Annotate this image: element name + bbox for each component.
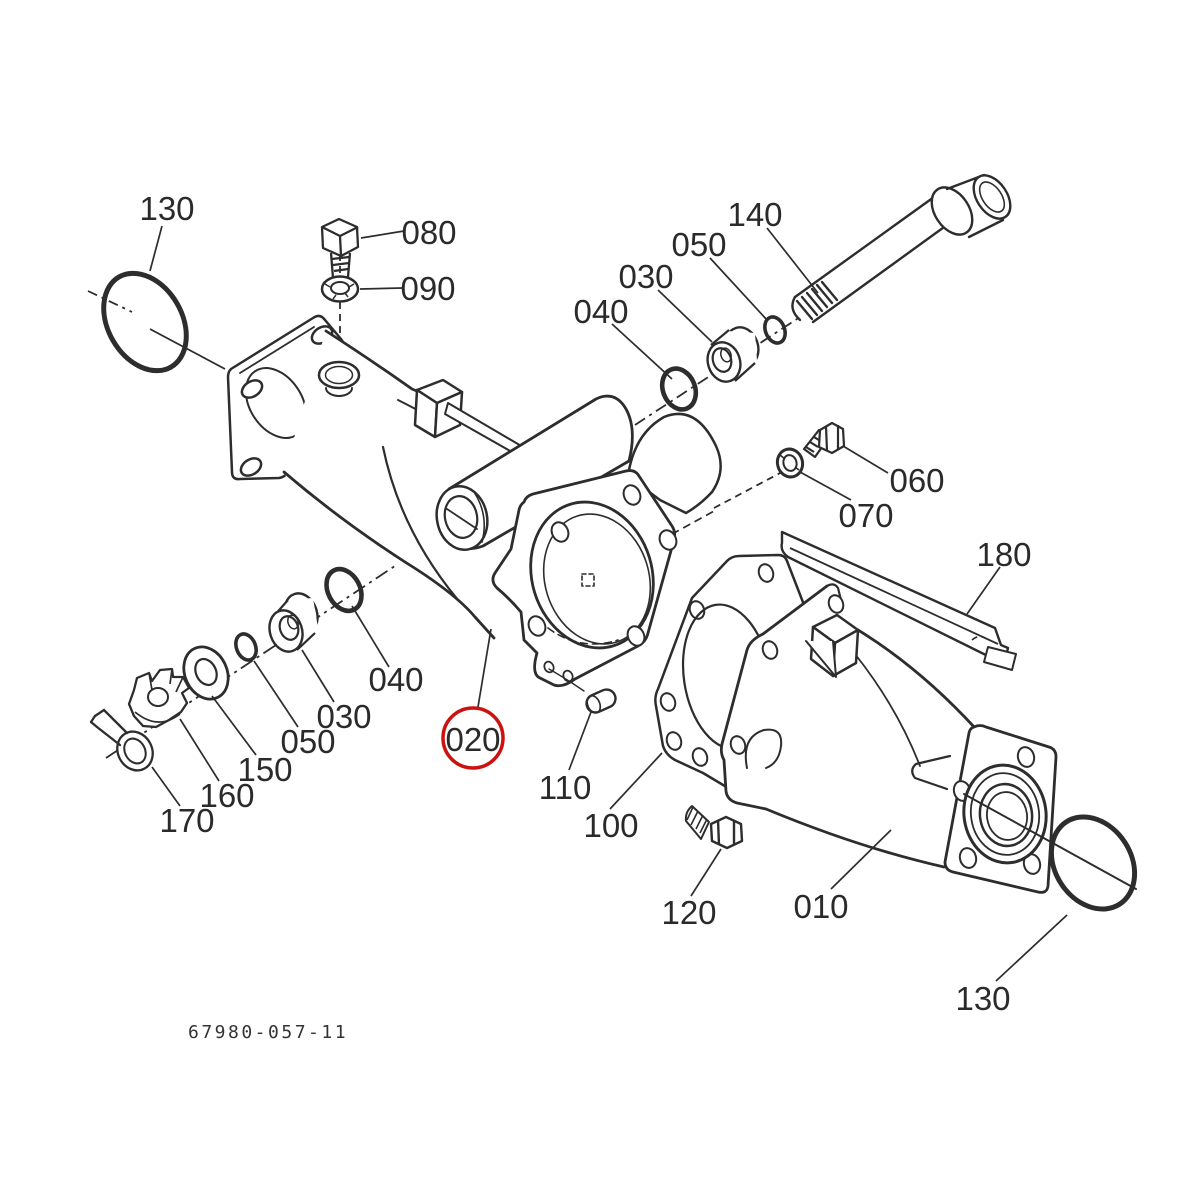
callout-050-left: 050	[280, 723, 335, 760]
part-shaft-bolt-140	[791, 173, 1012, 324]
part-dowel-pin-110	[585, 688, 617, 714]
callout-140: 140	[727, 196, 782, 233]
part-bushing-030-left	[268, 592, 319, 653]
callout-130-bottom-right: 130	[955, 980, 1010, 1017]
callout-110: 110	[539, 769, 592, 806]
part-sealing-washer-090	[320, 275, 360, 303]
callout-040-left: 040	[368, 661, 423, 698]
part-oring-040-upper	[659, 366, 699, 412]
part-main-housing-020	[226, 314, 722, 692]
part-bushing-030-upper	[706, 326, 760, 383]
callout-080: 080	[401, 214, 456, 251]
callout-170: 170	[159, 802, 214, 839]
callout-020-highlighted: 020	[445, 721, 500, 758]
callout-030-upper: 030	[618, 258, 673, 295]
callout-130-top-left: 130	[139, 190, 194, 227]
part-lock-washer-070	[775, 447, 805, 479]
callout-010: 010	[793, 888, 848, 925]
drawing-number: 67980-057-11	[188, 1022, 348, 1043]
part-oring-130-top-left	[101, 270, 189, 374]
callout-050-upper: 050	[671, 226, 726, 263]
callout-040-upper: 040	[573, 293, 628, 330]
callout-090: 090	[400, 270, 455, 307]
callout-160: 160	[199, 777, 254, 814]
part-axle-case-010	[719, 583, 1137, 894]
part-oring-040-left	[324, 566, 364, 614]
part-plug-060	[802, 421, 846, 459]
part-flange-bolt-120	[684, 805, 744, 850]
callout-180: 180	[976, 536, 1031, 573]
part-oring-130-bottom-right	[1048, 814, 1138, 912]
callout-150: 150	[237, 751, 292, 788]
highlight-circle-020	[441, 706, 505, 770]
leader-lines	[149, 225, 1068, 982]
part-cotter-pin-170	[89, 708, 154, 772]
part-stay-bar-180	[780, 530, 1017, 671]
callout-070: 070	[838, 497, 893, 534]
callout-labels: 130 080 090 040 030 050 140 060 070 180 …	[139, 190, 1031, 1017]
part-snap-ring-050-upper	[763, 315, 787, 345]
callout-120: 120	[661, 894, 716, 931]
part-snap-ring-050-left	[234, 632, 258, 662]
part-slotted-nut-160	[127, 667, 191, 729]
callout-100: 100	[583, 807, 638, 844]
callout-060: 060	[889, 462, 944, 499]
part-washer-150	[182, 645, 230, 701]
callout-030-left: 030	[316, 698, 371, 735]
